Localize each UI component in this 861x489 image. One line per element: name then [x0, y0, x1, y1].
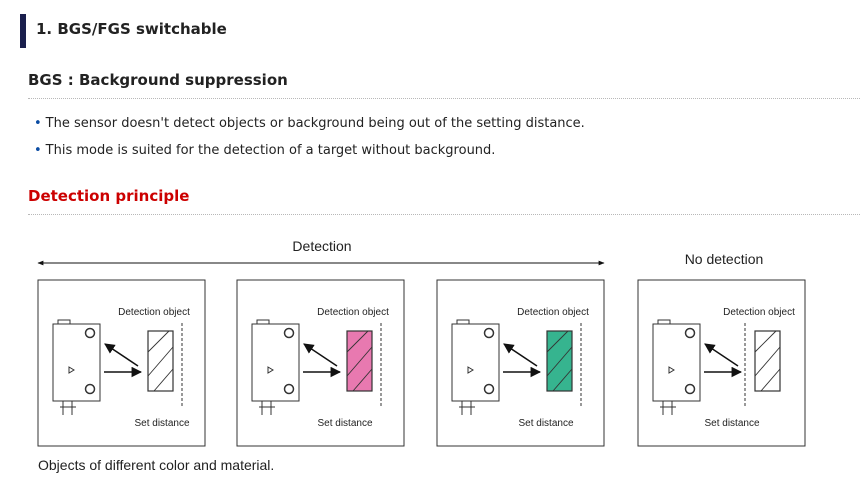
bgs-title: BGS : Background suppression [28, 71, 288, 89]
detection-object [147, 330, 174, 392]
detection-object-label: Detection object [317, 307, 389, 318]
bullet-text: This mode is suited for the detection of… [45, 143, 496, 158]
set-distance-label: Set distance [704, 418, 759, 429]
divider [28, 214, 860, 215]
panel-3: Detection object Set distance [436, 279, 605, 447]
bullet-item: •The sensor doesn't detect objects or ba… [34, 115, 585, 142]
set-distance-label: Set distance [317, 418, 372, 429]
diagram-caption: Objects of different color and material. [38, 457, 275, 473]
detection-object-label: Detection object [118, 307, 190, 318]
detection-principle-title: Detection principle [28, 187, 190, 205]
bullet-dot-icon: • [34, 116, 42, 131]
bullet-item: •This mode is suited for the detection o… [34, 142, 585, 169]
panel-1: Detection object Set distance [37, 279, 206, 447]
divider [28, 98, 860, 99]
detection-object-label: Detection object [517, 307, 589, 318]
reflect-arrow [704, 343, 739, 367]
bgs-bullet-list: •The sensor doesn't detect objects or ba… [34, 115, 585, 169]
section-title: 1. BGS/FGS switchable [36, 20, 227, 38]
sensor-icon [451, 319, 500, 415]
sensor-icon [251, 319, 300, 415]
detection-object [754, 330, 781, 392]
section-marker-bar [20, 14, 26, 48]
panel-2: Detection object Set distance [236, 279, 405, 447]
detection-principle-diagram: Detection No detection Detection object … [37, 238, 806, 447]
bullet-text: The sensor doesn't detect objects or bac… [45, 116, 585, 131]
reflect-arrow [303, 343, 338, 367]
no-detection-label: No detection [685, 251, 764, 267]
reflect-arrow [503, 343, 538, 367]
set-distance-label: Set distance [518, 418, 573, 429]
detection-object [346, 330, 373, 392]
detection-label: Detection [292, 238, 351, 254]
sensor-icon [52, 319, 101, 415]
bullet-dot-icon: • [34, 143, 42, 158]
detection-object-label: Detection object [723, 307, 795, 318]
set-distance-label: Set distance [134, 418, 189, 429]
sensor-icon [652, 319, 701, 415]
detection-object [546, 330, 573, 392]
panel-4: Detection object Set distance [637, 279, 806, 447]
reflect-arrow [104, 343, 139, 367]
